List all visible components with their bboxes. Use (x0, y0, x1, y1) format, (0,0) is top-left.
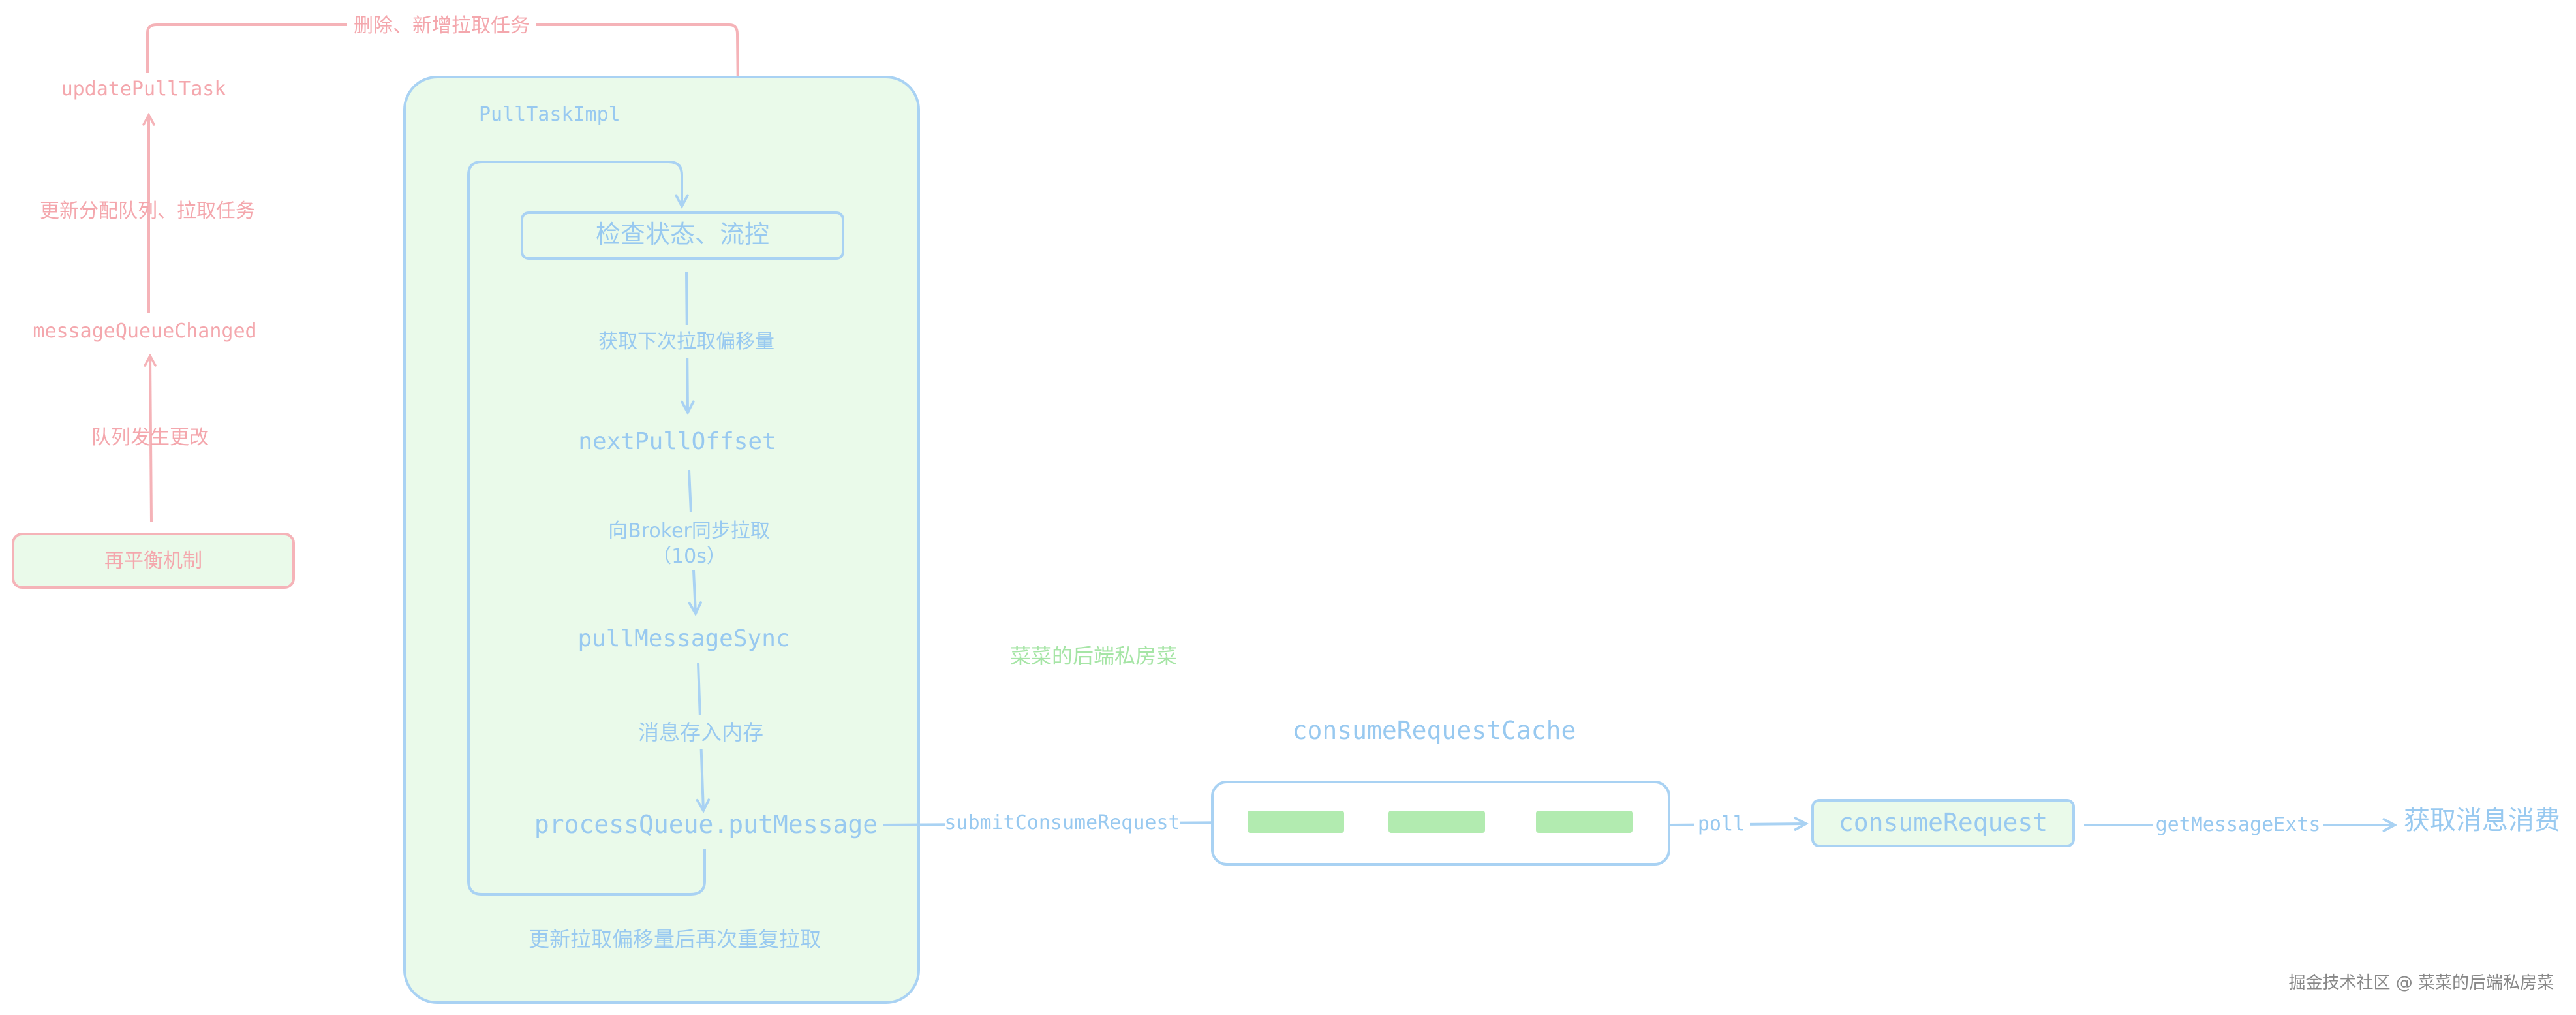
check-state-label: 检查状态、流控 (596, 220, 769, 249)
rebalance-box (12, 533, 295, 589)
get-exts-label-bg (2153, 811, 2323, 839)
repeat-label: 更新拉取偏移量后再次重复拉取 (529, 927, 821, 952)
cache-item (1248, 811, 1344, 833)
next-pull-offset-node: nextPullOffset (578, 428, 776, 455)
get-exts-label: getMessageExts (2156, 813, 2321, 836)
submit-label: submitConsumeRequest (944, 811, 1180, 834)
queue-changed-label: 队列发生更改 (91, 426, 209, 449)
consume-request-label: consumeRequest (1839, 808, 2047, 837)
cache-title: consumeRequestCache (1293, 716, 1576, 745)
message-queue-changed-node: messageQueueChanged (33, 320, 256, 343)
poll-label-bg (1694, 809, 1750, 838)
sync-pull-label-bg (594, 512, 790, 570)
loop-line (467, 161, 706, 896)
get-offset-label: 获取下次拉取偏移量 (598, 330, 774, 353)
get-consume-node: 获取消息消费 (2404, 805, 2560, 835)
rebalance-label: 再平衡机制 (104, 550, 202, 572)
submit-label-bg (945, 808, 1180, 837)
poll-label: poll (1698, 813, 1745, 835)
pull-task-title: PullTaskImpl (479, 103, 621, 126)
brand-label: 菜菜的后端私房菜 (1010, 644, 1177, 668)
sync-pull-label-1: 向Broker同步拉取 (608, 520, 770, 542)
update-assign-label: 更新分配队列、拉取任务 (40, 200, 255, 223)
check-state-box (521, 211, 844, 260)
delete-add-label-bg (347, 12, 536, 39)
put-message-node: processQueue.putMessage (534, 810, 878, 839)
get-offset-label-bg (590, 325, 786, 358)
sync-pull-label-2: （10s） (652, 545, 726, 568)
store-label: 消息存入内存 (638, 720, 763, 745)
delete-add-label: 删除、新增拉取任务 (354, 14, 530, 37)
pull-message-sync-node: pullMessageSync (577, 625, 790, 652)
watermark: 掘金技术社区 @ 菜菜的后端私房菜 (2288, 973, 2554, 993)
store-label-bg (626, 715, 776, 749)
cache-item (1536, 811, 1633, 833)
update-pull-task-node: updatePullTask (61, 78, 226, 101)
consume-request-box (1811, 799, 2075, 847)
cache-item (1388, 811, 1485, 833)
arrow-rebalance-to-mqchanged (150, 356, 151, 523)
